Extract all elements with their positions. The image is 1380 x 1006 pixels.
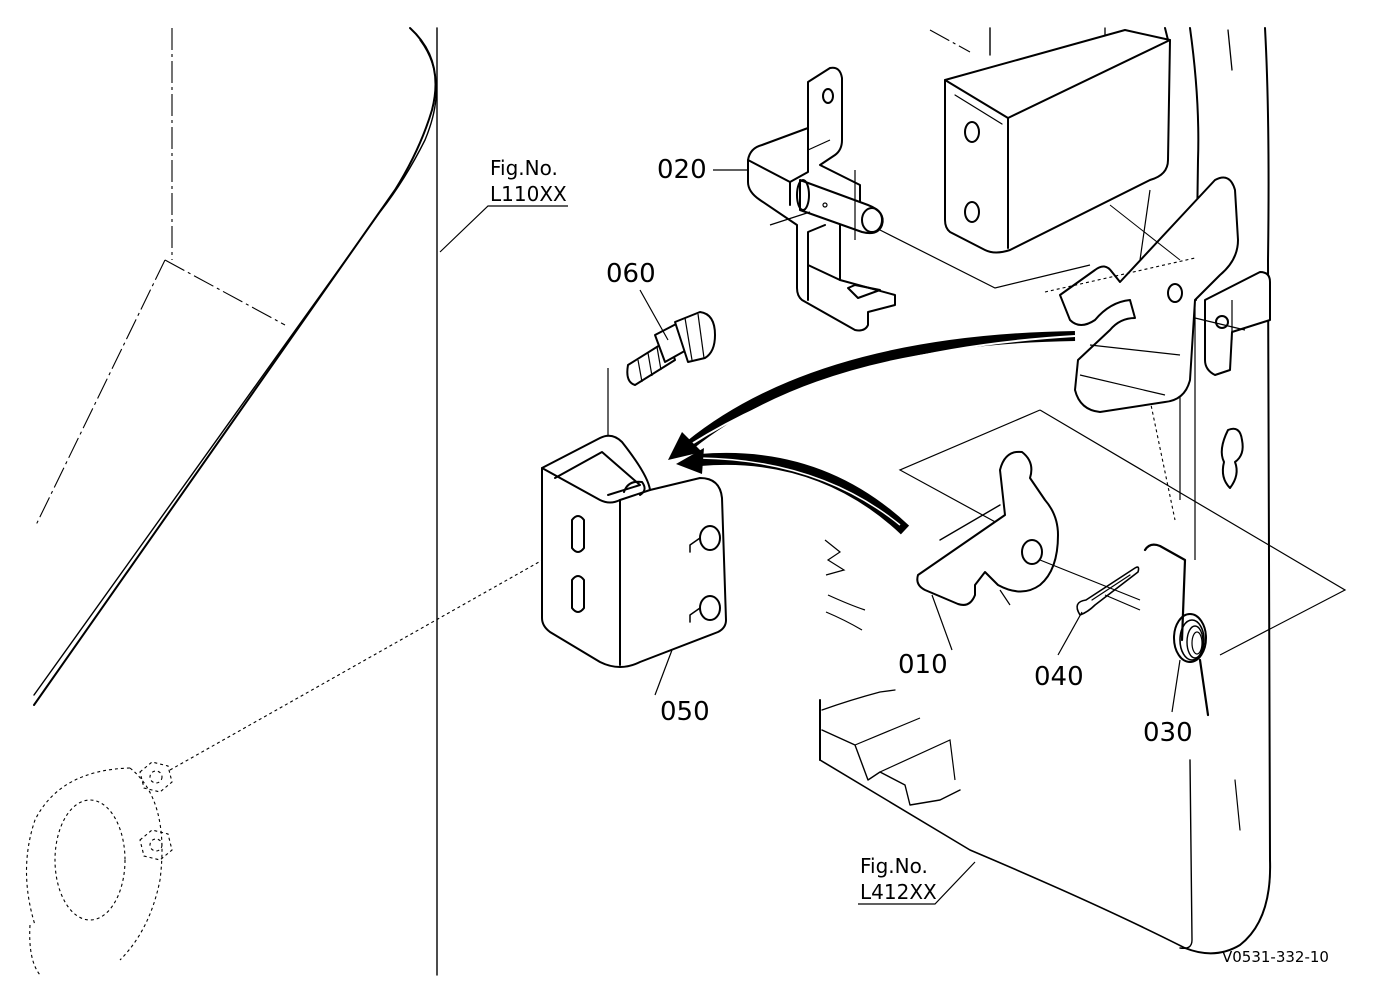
part-040-clip xyxy=(1076,566,1141,616)
figref-left-line1: Fig.No. xyxy=(490,156,558,180)
round-plate xyxy=(26,767,163,976)
figref-bottom-line2: L412XX xyxy=(860,880,937,904)
centerline-nut-to-hinge xyxy=(169,539,579,771)
frame-lower-contours xyxy=(821,539,961,806)
part-020-pin xyxy=(769,170,884,240)
frame-small-plate xyxy=(1194,271,1271,376)
callout-060: 060 xyxy=(606,259,656,289)
part-050-bracket xyxy=(541,434,727,668)
callout-050: 050 xyxy=(660,697,710,727)
callout-040: 040 xyxy=(1034,662,1084,692)
leader-fig-bottom xyxy=(858,861,976,905)
left-panel-outline xyxy=(33,27,438,976)
arrow-upper xyxy=(668,331,1076,460)
frame-upper-block xyxy=(944,29,1171,254)
arrow-lower xyxy=(676,448,910,535)
leader-030 xyxy=(1171,659,1181,713)
leader-050 xyxy=(654,649,673,696)
callout-030: 030 xyxy=(1143,718,1193,748)
frame-striker-bracket xyxy=(879,176,1239,413)
part-030-spring xyxy=(1143,543,1210,717)
figref-bottom-line1: Fig.No. xyxy=(860,854,928,878)
leader-fig-left xyxy=(439,205,568,253)
drawing-code: V0531-332-10 xyxy=(1222,948,1329,966)
part-010-latch xyxy=(916,450,1141,606)
callout-010: 010 xyxy=(898,650,948,680)
leader-010 xyxy=(931,594,953,651)
hex-nut-lower xyxy=(139,829,173,861)
figref-left-line2: L110XX xyxy=(490,182,567,206)
leader-040 xyxy=(1057,611,1083,656)
frame-slot-lower xyxy=(1234,779,1241,831)
callout-020: 020 xyxy=(657,155,707,185)
frame-slot-upper xyxy=(1220,427,1244,489)
mounting-plane-outline xyxy=(898,409,1347,656)
leader-060 xyxy=(639,289,669,341)
hex-nut-upper xyxy=(139,761,173,793)
